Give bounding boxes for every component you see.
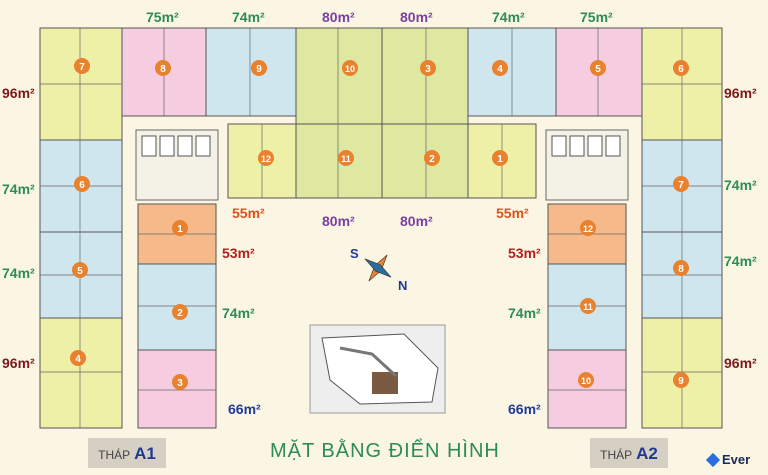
svg-text:7: 7 — [678, 180, 684, 191]
svg-text:8: 8 — [160, 64, 166, 75]
tower-label-a2: THÁP A2 — [590, 438, 668, 468]
unit-badge-a1-4 — [70, 350, 86, 366]
unit-badge-a2-11 — [580, 298, 596, 314]
unit-badges: 7 8 9 10 3 4 5 6 6 5 4 7 8 9 12 11 2 1 1… — [70, 58, 689, 390]
tower-label-a2-code: A2 — [636, 444, 658, 463]
unit-badge-a1-9 — [251, 60, 267, 76]
unit-badge-a2-10 — [578, 372, 594, 388]
area-label-a2-9: 96m² — [724, 355, 757, 371]
area-label-a1-6: 74m² — [2, 181, 35, 197]
svg-text:8: 8 — [678, 264, 684, 275]
area-label-a2-8: 74m² — [724, 253, 757, 269]
svg-text:3: 3 — [425, 64, 431, 75]
unit-badge-a1-2 — [172, 304, 188, 320]
unit-badge-a1-10 — [342, 60, 358, 76]
unit-badge-a1-6 — [74, 176, 90, 192]
compass-north-label: N — [398, 278, 407, 293]
svg-text:6: 6 — [678, 64, 684, 75]
unit-a1-9 — [205, 27, 297, 117]
unit-badge-a2-9 — [673, 372, 689, 388]
area-label-a2-2: 80m² — [400, 213, 433, 229]
unit-badge-a1-1 — [172, 220, 188, 236]
unit-badge-a2-1 — [492, 150, 508, 166]
site-plan-road — [339, 346, 398, 378]
unit-badge-a2-5 — [590, 60, 606, 76]
svg-text:4: 4 — [75, 354, 81, 365]
brand-mark-icon — [705, 452, 721, 467]
area-label-a1-7: 96m² — [2, 85, 35, 101]
unit-badge-a1-12 — [258, 150, 274, 166]
elevator-core — [141, 135, 621, 157]
area-label-a2-4: 74m² — [492, 9, 525, 25]
svg-text:3: 3 — [177, 378, 183, 389]
area-label-a2-12: 53m² — [508, 245, 541, 261]
plan-title: MẶT BẰNG ĐIỂN HÌNH — [270, 440, 500, 462]
area-label-a1-5: 74m² — [2, 265, 35, 281]
unit-badge-a1-3 — [172, 374, 188, 390]
area-label-a2-10: 66m² — [508, 401, 541, 417]
svg-text:4: 4 — [497, 64, 503, 75]
area-label-a2-3: 80m² — [400, 9, 433, 25]
tower-label-a2-prefix: THÁP — [600, 448, 633, 462]
area-label-a1-9: 74m² — [232, 9, 265, 25]
svg-text:10: 10 — [345, 64, 355, 74]
tower-label-a1-code: A1 — [134, 444, 156, 463]
area-label-a2-5: 75m² — [580, 9, 613, 25]
svg-text:9: 9 — [678, 376, 684, 387]
svg-text:9: 9 — [256, 64, 262, 75]
area-label-a1-4: 96m² — [2, 355, 35, 371]
unit-a2-10 — [547, 349, 627, 429]
tower-label-a1-prefix: THÁP — [98, 448, 131, 462]
unit-badge-a2-8 — [673, 260, 689, 276]
area-label-a1-11: 80m² — [322, 213, 355, 229]
brand-logo: Ever — [705, 452, 751, 467]
unit-badge-a2-12 — [580, 220, 596, 236]
brand-logo-text: Ever — [722, 452, 751, 467]
svg-text:11: 11 — [583, 302, 593, 312]
svg-text:12: 12 — [583, 224, 593, 234]
area-label-a1-2: 74m² — [222, 305, 255, 321]
unit-a2-3 — [381, 27, 469, 141]
svg-text:7: 7 — [79, 62, 85, 73]
area-label-a1-8: 75m² — [146, 9, 179, 25]
svg-text:2: 2 — [177, 308, 183, 319]
unit-badge-a2-4 — [492, 60, 508, 76]
svg-text:10: 10 — [581, 376, 591, 386]
svg-text:5: 5 — [595, 64, 601, 75]
unit-badge-a1-7 — [74, 58, 90, 74]
svg-text:1: 1 — [497, 154, 503, 165]
area-label-a1-1: 53m² — [222, 245, 255, 261]
unit-a1-4 — [39, 317, 123, 429]
svg-text:1: 1 — [177, 224, 183, 235]
area-label-a1-10: 80m² — [322, 9, 355, 25]
unit-badge-a1-5 — [72, 262, 88, 278]
unit-badge-a2-3 — [420, 60, 436, 76]
svg-text:5: 5 — [77, 266, 83, 277]
area-label-a2-1: 55m² — [496, 205, 529, 221]
area-label-a2-11: 74m² — [508, 305, 541, 321]
site-plan-building — [372, 372, 398, 394]
area-labels: 75m² 74m² 80m² 80m² 74m² 75m² 96m² 96m² … — [2, 9, 757, 417]
svg-text:12: 12 — [261, 154, 271, 164]
tower-label-a1: THÁP A1 — [88, 438, 166, 468]
svg-text:2: 2 — [429, 154, 435, 165]
unit-badge-a1-11 — [338, 150, 354, 166]
area-label-a1-12: 55m² — [232, 205, 265, 221]
unit-badge-a2-7 — [673, 176, 689, 192]
compass-rose — [364, 254, 392, 282]
area-label-a2-7: 74m² — [724, 177, 757, 193]
area-label-a2-6: 96m² — [724, 85, 757, 101]
unit-badge-a2-6 — [673, 60, 689, 76]
unit-badge-a2-2 — [424, 150, 440, 166]
area-label-a1-3: 66m² — [228, 401, 261, 417]
svg-text:6: 6 — [79, 180, 85, 191]
unit-a1-10 — [295, 27, 383, 141]
compass-south-label: S — [350, 246, 359, 261]
svg-text:11: 11 — [341, 154, 351, 164]
unit-badge-a1-8 — [155, 60, 171, 76]
